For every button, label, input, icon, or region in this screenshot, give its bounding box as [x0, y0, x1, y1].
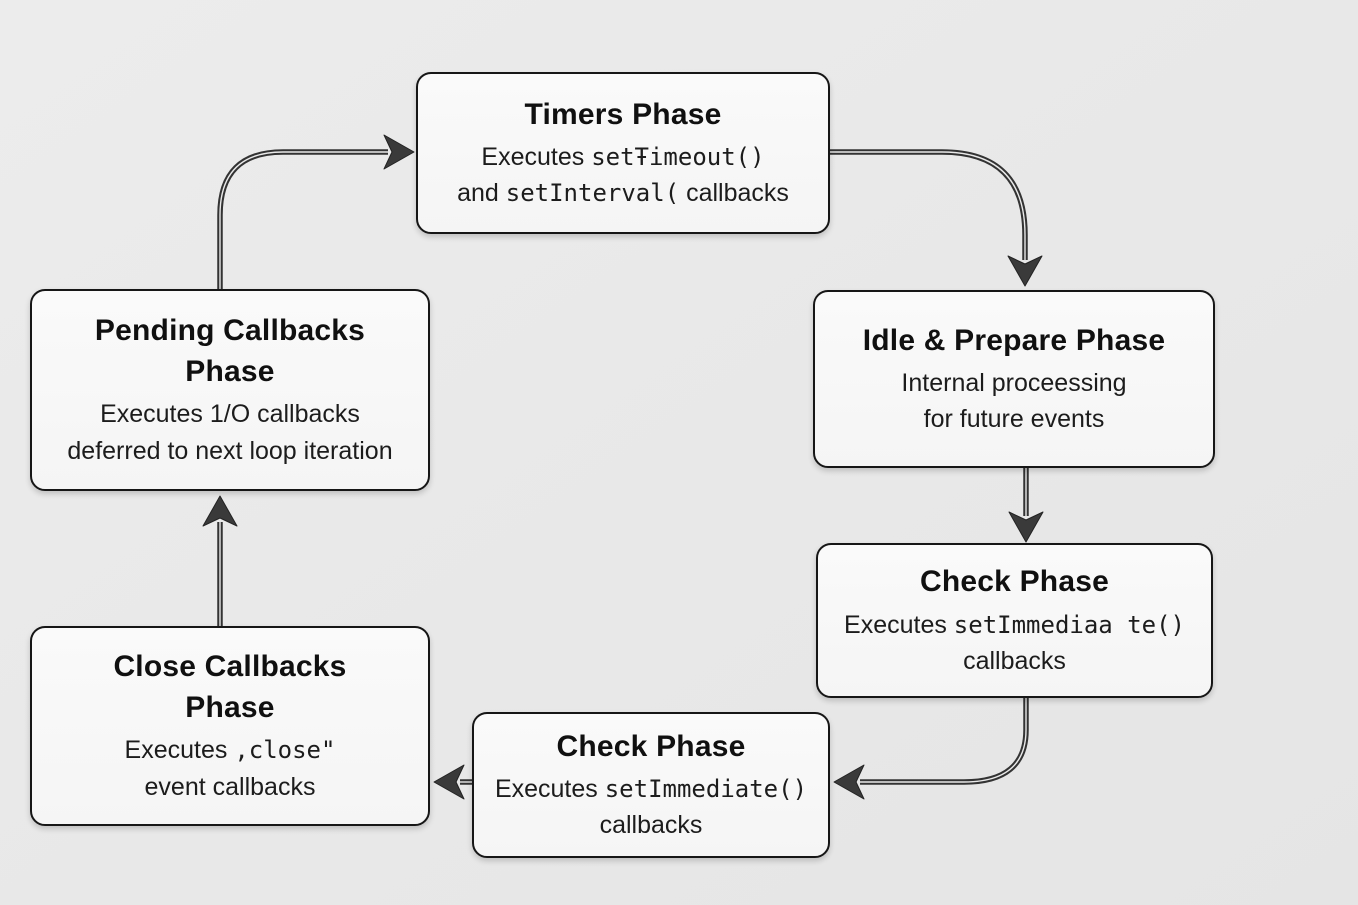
phase-description-line: event callbacks: [145, 769, 316, 805]
phase-title: Check Phase: [556, 729, 746, 763]
plain-text: callbacks: [963, 646, 1066, 675]
code-text: setInterval(: [505, 179, 680, 208]
phase-description-line: and setInterval( callbacks: [457, 175, 789, 211]
arrow-check-to-check-bottom: [833, 698, 1029, 800]
phase-title: Pending Callbacks Phase: [94, 314, 366, 388]
phase-title: Close Callbacks Phase: [113, 650, 347, 724]
phase-description-line: Executes setImmediaa te(): [844, 607, 1185, 643]
arrowhead-left-icon: [833, 764, 865, 800]
arrow-idle-to-check: [1008, 468, 1044, 543]
plain-text: Executes: [124, 736, 235, 765]
plain-text: for future events: [923, 405, 1105, 434]
phase-description-line: Executes setŦimeout(): [481, 139, 764, 175]
code-text: ,close": [234, 736, 336, 765]
plain-text: and: [457, 179, 506, 208]
plain-text: deferred to next loop iteration: [67, 436, 393, 465]
arrow-pending-to-timers: [217, 134, 415, 290]
plain-text: Executes: [844, 610, 954, 639]
arrow-check-bottom-to-close: [433, 764, 472, 800]
plain-text: callbacks: [599, 811, 703, 840]
phase-title: Idle & Prepare Phase: [862, 323, 1166, 357]
phase-description-line: callbacks: [600, 807, 703, 843]
plain-text: event callbacks: [144, 772, 316, 801]
phase-description-line: Executes 1/O callbacks: [100, 396, 360, 432]
plain-text: Internal proceessing: [901, 369, 1127, 397]
arrow-timers-to-idle: [830, 149, 1043, 287]
arrowhead-down-icon: [1008, 511, 1044, 543]
arrowhead-up-icon: [202, 495, 238, 527]
phase-description-line: Internal proceessing: [901, 365, 1126, 401]
phase-title: Timers Phase: [524, 97, 722, 131]
plain-text: Executes: [481, 143, 592, 171]
arrowhead-left-icon: [433, 764, 465, 800]
phase-description-line: for future events: [924, 401, 1105, 437]
plain-text: Executes 1/O callbacks: [100, 400, 360, 429]
arrowhead-down-icon: [1007, 255, 1043, 287]
arrowhead-right-icon: [383, 134, 415, 170]
phase-description-line: Executes setImmediate(): [495, 771, 807, 807]
phase-title: Check Phase: [920, 565, 1109, 598]
code-text: setImmediaa te(): [953, 610, 1185, 639]
code-text: setImmediate(): [604, 775, 808, 803]
arrow-close-to-pending: [202, 495, 238, 626]
phase-description-line: deferred to next loop iteration: [67, 433, 392, 469]
plain-text: callbacks: [679, 179, 789, 208]
phase-description-line: callbacks: [963, 643, 1066, 679]
phase-description-line: Executes ,close": [125, 732, 336, 768]
plain-text: Executes: [494, 775, 605, 803]
code-text: setŦimeout(): [591, 143, 765, 171]
